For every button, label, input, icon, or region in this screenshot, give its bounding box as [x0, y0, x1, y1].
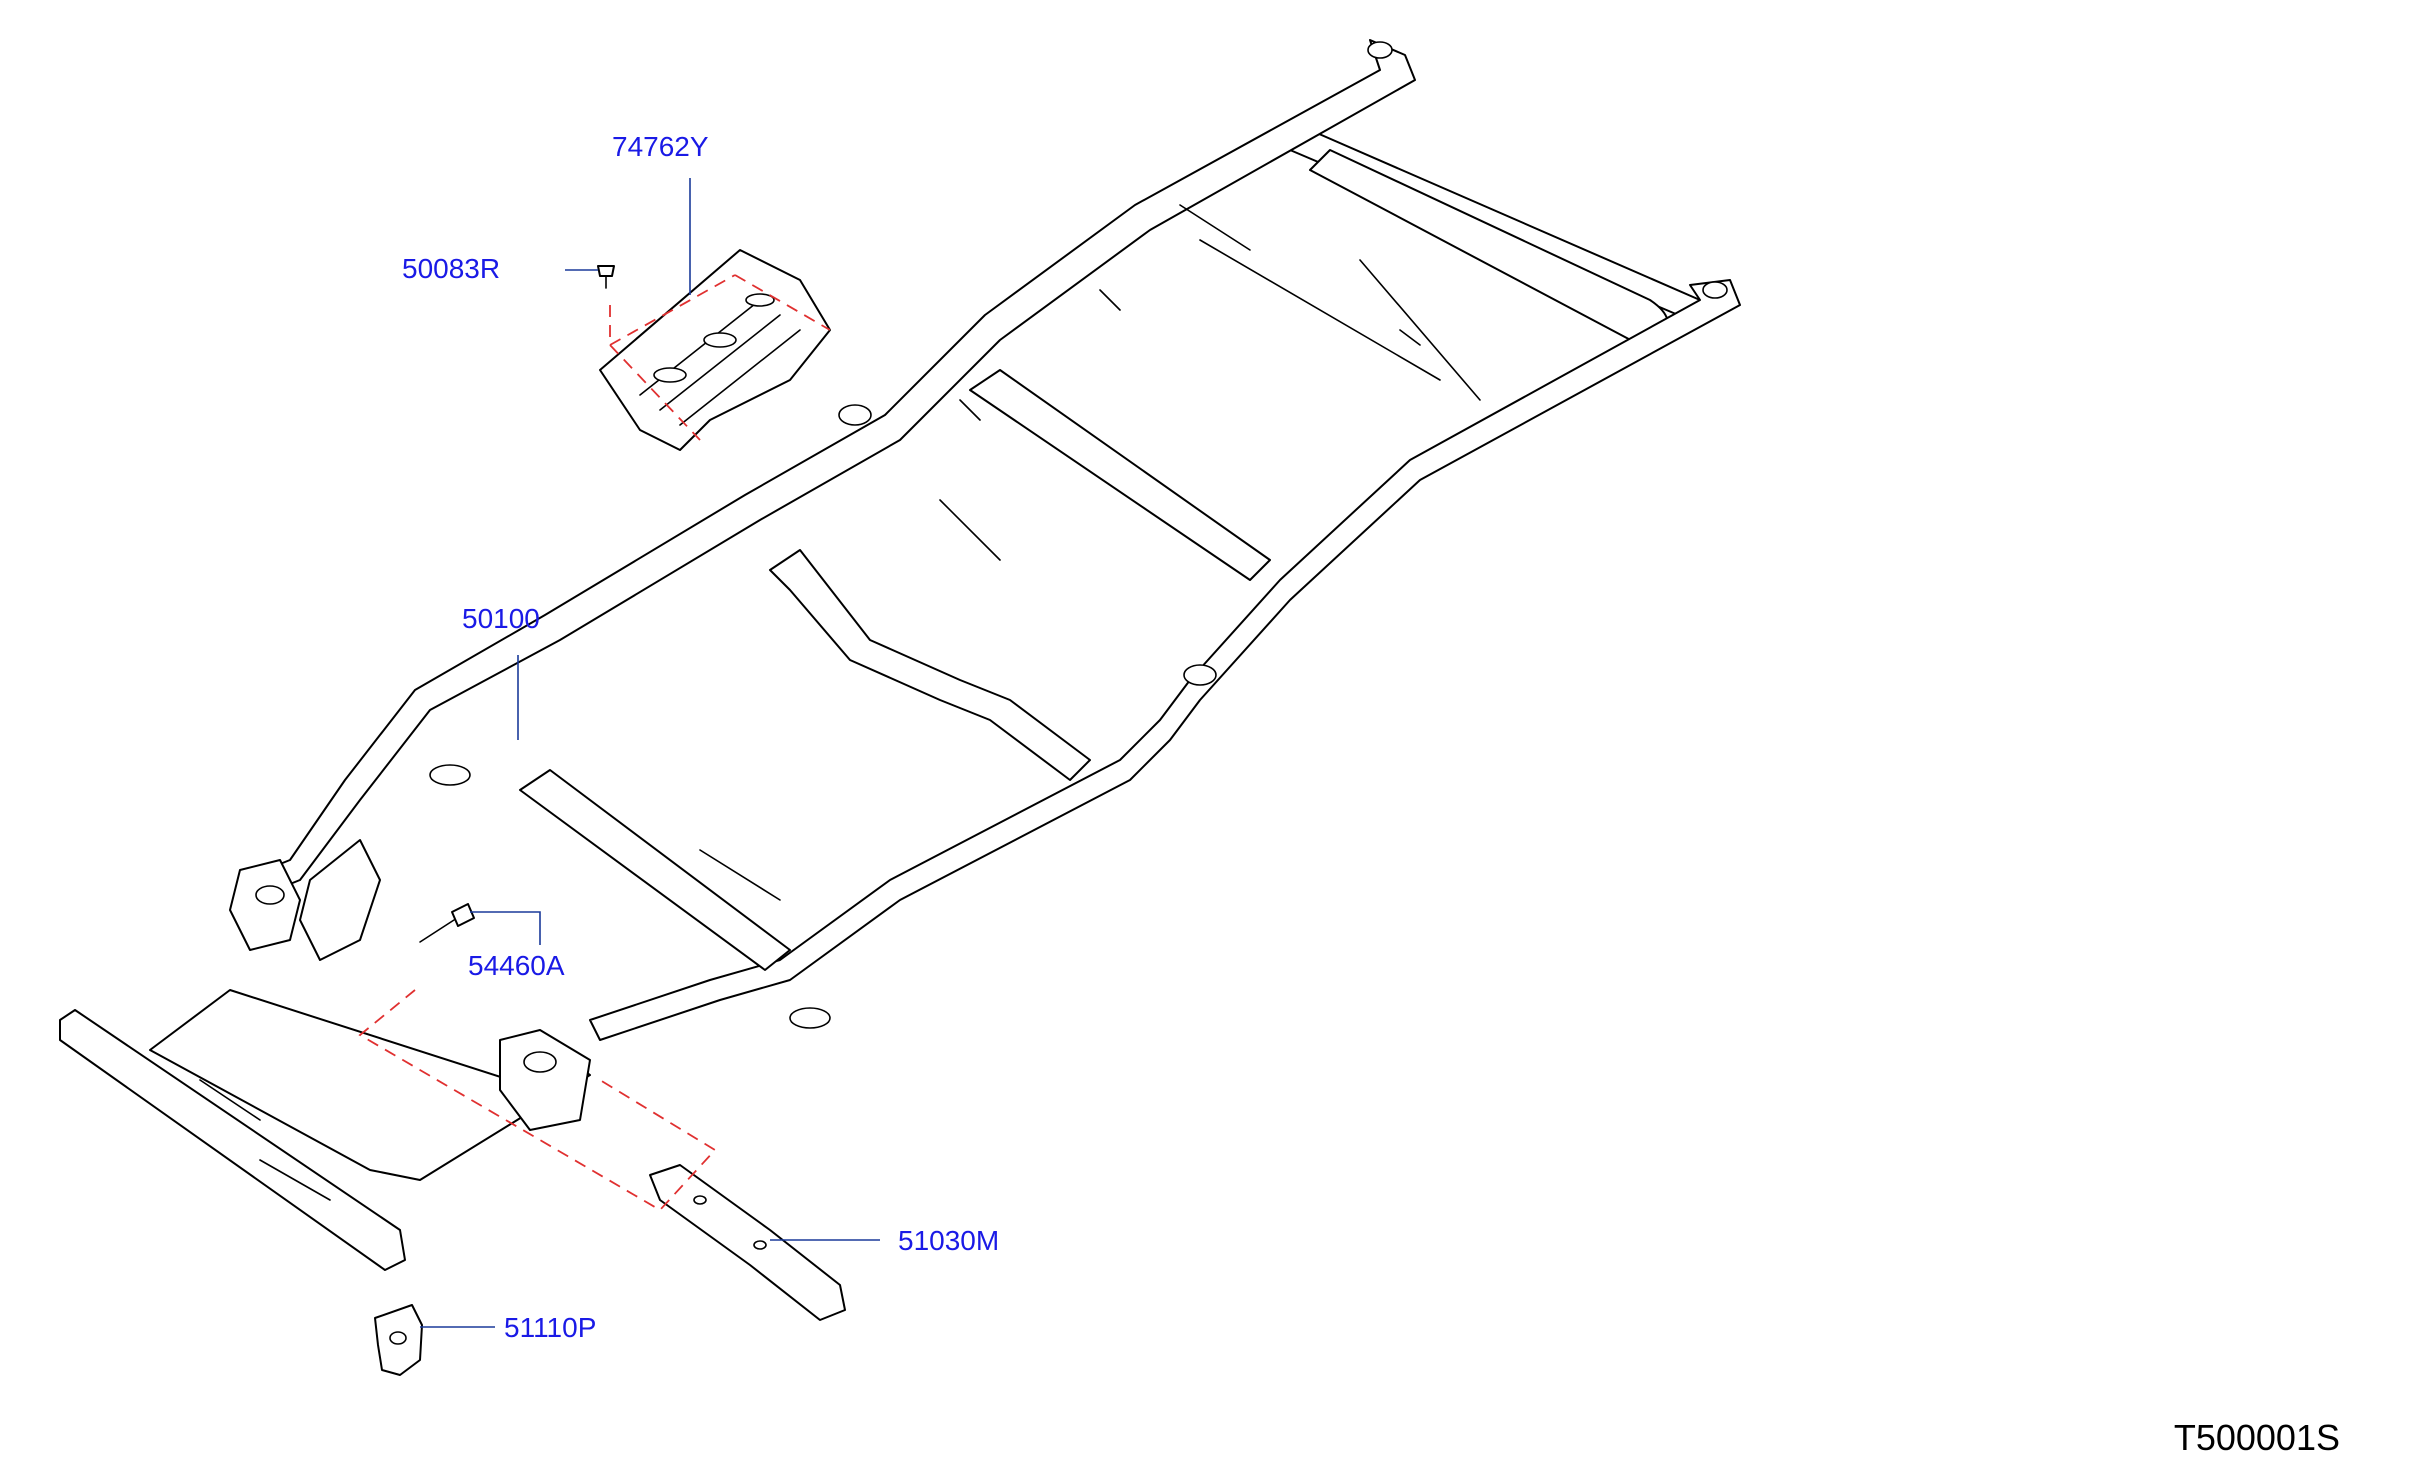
callout-54460a: 54460A [468, 950, 565, 981]
heat-shield-cutout-2 [703, 332, 737, 348]
leader-lines [420, 178, 880, 1328]
bolt-shank [419, 919, 455, 943]
body-mount-6 [1702, 281, 1728, 299]
clip-head [597, 265, 615, 277]
callout-51030m: 51030M [898, 1225, 999, 1256]
bracket-51110p-hole [389, 1331, 407, 1345]
callout-50083r: 50083R [402, 253, 500, 284]
crossmember-3 [519, 769, 791, 971]
body-mount-5 [1367, 41, 1393, 59]
assembly-guides [358, 274, 831, 1212]
heat-shield-cutout-3 [745, 293, 775, 307]
frame-assembly [59, 39, 1741, 1271]
bracket-51110p [374, 1304, 423, 1376]
body-mount-2 [789, 1007, 831, 1029]
heat-shield-guide [609, 274, 831, 441]
left-side-rail [239, 39, 1416, 901]
bracket-51030m-hole-1 [693, 1195, 707, 1205]
leader-54460a [470, 911, 541, 945]
callout-50100: 50100 [462, 603, 540, 634]
heat-shield [599, 249, 831, 451]
callout-74762y: 74762Y [612, 131, 709, 162]
callout-51110p: 51110P [504, 1312, 596, 1343]
bolt-head [451, 903, 475, 927]
rear-crossmember-tube [1309, 149, 1669, 346]
body-mount-4 [1183, 664, 1217, 686]
front-bumper-beam [59, 1009, 406, 1271]
right-side-rail [589, 279, 1741, 1041]
front-mount-hole-right [523, 1051, 557, 1073]
heat-shield-panel [599, 249, 831, 451]
crossmember-2 [769, 549, 1091, 781]
heat-shield-cutout-1 [653, 367, 687, 383]
bracket-guide [358, 989, 717, 1212]
body-mount-1 [429, 764, 471, 786]
bracket-51030m-hole-2 [753, 1240, 767, 1250]
rear-crossmember [1289, 129, 1701, 321]
left-front-tower [229, 859, 301, 951]
clip-part [597, 265, 615, 289]
body-mount-3 [838, 404, 872, 426]
bolt-part [419, 903, 475, 943]
right-front-tower [499, 1029, 591, 1131]
left-front-bracket [299, 839, 381, 961]
crossmember-1 [969, 369, 1271, 581]
frame-detail-lines [199, 204, 1481, 1201]
bracket-51030m [649, 1164, 846, 1321]
figure-code: T500001S [2174, 1417, 2340, 1458]
front-mount-hole-left [255, 885, 285, 905]
